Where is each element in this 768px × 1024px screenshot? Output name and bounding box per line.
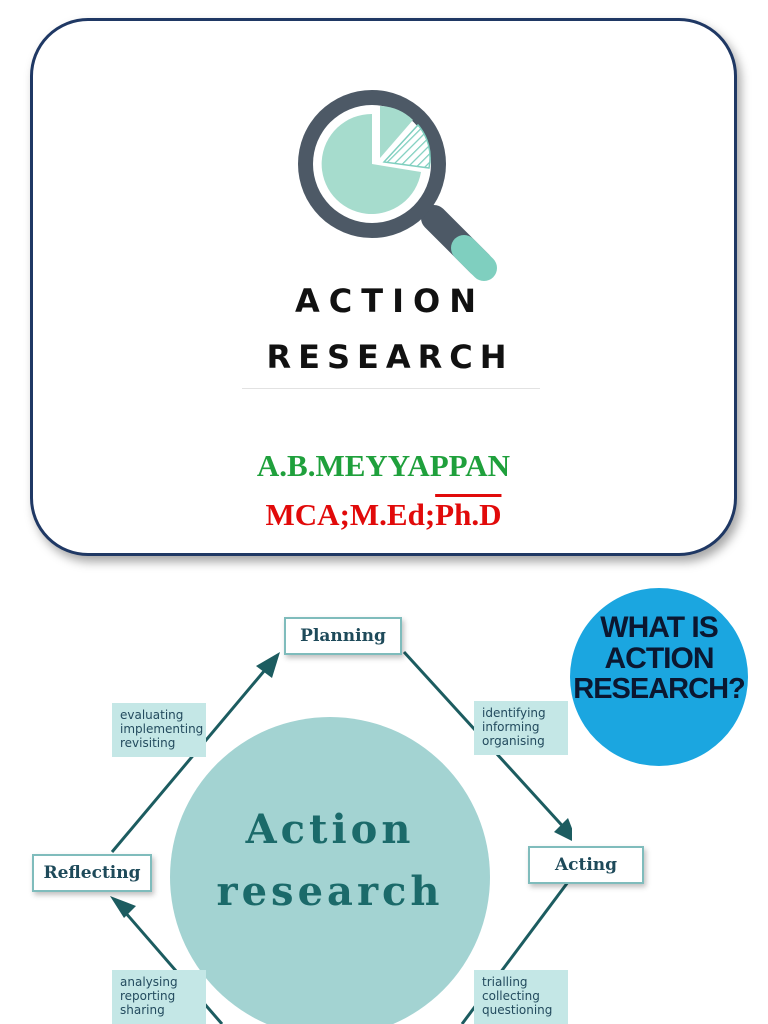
logo-title-line1: ACTION xyxy=(295,282,485,320)
author-qualifications: MCA;M.Ed;Ph.D xyxy=(30,497,737,533)
note-planning-to-acting: identifying informing organising xyxy=(474,701,568,755)
arrowhead-planning xyxy=(256,652,280,678)
badge-text: WHAT IS ACTION RESEARCH? xyxy=(570,612,748,705)
badge-line3: RESEARCH? xyxy=(573,673,745,705)
logo-title-line2: RESEARCH xyxy=(266,338,514,376)
what-is-action-research-badge xyxy=(570,588,748,766)
arrow-reflecting-to-planning xyxy=(110,663,272,853)
badge-line1: WHAT IS xyxy=(600,611,718,644)
magnifier-chart-icon xyxy=(298,90,497,281)
central-circle xyxy=(170,717,490,1024)
stage-acting: Acting xyxy=(528,846,644,884)
stage-reflecting: Reflecting xyxy=(32,854,152,892)
qualifications-prefix: MCA;M.Ed; xyxy=(265,497,436,532)
stage-planning: Planning xyxy=(284,617,402,655)
arrowhead-reflecting xyxy=(110,896,136,918)
action-research-cycle-diagram xyxy=(32,612,572,1024)
author-name: A.B.MEYYAPPAN xyxy=(256,448,511,483)
note-acting-to-observing: trialling collecting questioning xyxy=(474,970,568,1024)
note-observing-to-reflecting: analysing reporting sharing xyxy=(112,970,206,1024)
badge-line2: ACTION xyxy=(604,642,715,675)
qualifications-phd: Ph.D xyxy=(435,497,502,532)
logo-divider xyxy=(242,388,540,389)
note-reflecting-to-planning: evaluating implementing revisiting xyxy=(112,703,206,757)
arrowhead-acting xyxy=(554,818,572,841)
